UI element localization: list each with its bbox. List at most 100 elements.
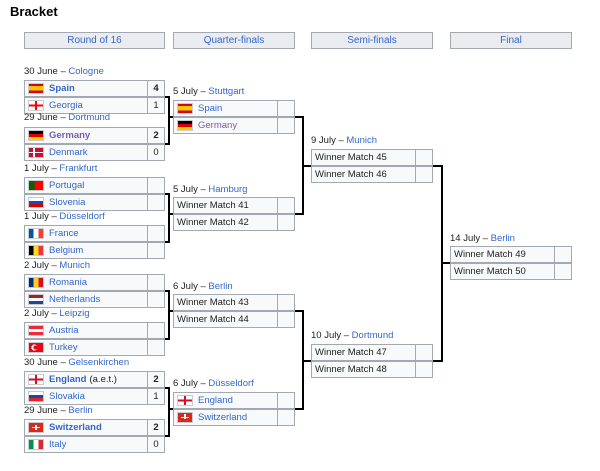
match-location-link[interactable]: Stuttgart — [208, 86, 245, 97]
team-name-cell: Winner Match 49 — [451, 247, 554, 262]
team-name[interactable]: Spain — [198, 103, 223, 114]
team-score — [415, 150, 432, 165]
team-score: 1 — [147, 388, 164, 404]
match-location-link[interactable]: Berlin — [490, 233, 515, 244]
team-score — [277, 117, 294, 133]
round-header-2[interactable]: Quarter-finals — [173, 32, 295, 49]
team-name-cell: Slovenia — [25, 195, 147, 210]
spain-flag-icon — [28, 83, 44, 94]
spain-flag-icon — [177, 103, 193, 114]
team-name[interactable]: Slovakia — [49, 390, 85, 402]
team-name[interactable]: Germany — [49, 130, 91, 141]
team-name[interactable]: Denmark — [49, 146, 88, 158]
team-name-cell: Italy — [25, 437, 147, 452]
round-header-4[interactable]: Final — [450, 32, 572, 49]
turkey-flag-icon — [28, 341, 44, 353]
match-location-link[interactable]: Gelsenkirchen — [68, 357, 130, 368]
team-name[interactable]: England — [49, 374, 87, 385]
team-name[interactable]: Belgium — [49, 244, 84, 256]
match-location-link[interactable]: Berlin — [68, 405, 93, 416]
team-row: Spain — [173, 100, 295, 117]
team-score: 2 — [147, 372, 164, 387]
team-name[interactable]: Georgia — [49, 99, 83, 111]
team-score — [147, 194, 164, 210]
team-row: Romania — [24, 274, 165, 291]
team-name: Winner Match 48 — [315, 363, 387, 375]
bracket-connector — [165, 192, 169, 195]
match-date-location: 29 June – Berlin — [24, 405, 93, 416]
match-date: 5 July — [173, 86, 198, 97]
round-header-1[interactable]: Round of 16 — [24, 32, 165, 49]
team-score — [277, 214, 294, 230]
team-row: Winner Match 48 — [311, 360, 433, 378]
match-date: 10 July — [311, 330, 342, 341]
team-name[interactable]: Italy — [49, 438, 67, 450]
match-location-link[interactable]: Hamburg — [208, 184, 248, 195]
date-location-separator: – — [335, 135, 347, 146]
team-score — [147, 323, 164, 338]
bracket-connector — [433, 359, 442, 362]
team-score: 4 — [147, 81, 164, 96]
match-date: 1 July — [24, 163, 49, 174]
match-date-location: 2 July – Leipzig — [24, 308, 90, 319]
team-name[interactable]: Portugal — [49, 180, 85, 191]
match-location-link[interactable]: Düsseldorf — [208, 378, 254, 389]
bracket-connector — [169, 407, 173, 410]
team-name[interactable]: Germany — [198, 119, 238, 131]
match-location-link[interactable]: Berlin — [208, 281, 233, 292]
match-location-link[interactable]: Cologne — [68, 66, 104, 77]
netherlands-flag-icon — [28, 293, 44, 305]
bracket-connector — [168, 95, 170, 145]
team-name[interactable]: Turkey — [49, 341, 78, 353]
team-name-cell: Switzerland — [174, 410, 277, 425]
match-date-location: 30 June – Cologne — [24, 66, 104, 77]
round-header-3[interactable]: Semi-finals — [311, 32, 433, 49]
team-score: 2 — [147, 420, 164, 435]
team-name-cell: Slovakia — [25, 389, 147, 404]
match-location-link[interactable]: Leipzig — [59, 308, 90, 319]
match-location-link[interactable]: Dortmund — [351, 330, 394, 341]
match-location-link[interactable]: Düsseldorf — [59, 211, 105, 222]
team-name-cell: Winner Match 47 — [312, 345, 415, 360]
match-date: 6 July — [173, 378, 198, 389]
slovenia-flag-icon — [28, 196, 44, 208]
team-row: Germany — [173, 116, 295, 134]
bracket-connector — [169, 212, 173, 215]
belgium-flag-icon — [28, 244, 44, 256]
team-name-cell: Winner Match 43 — [174, 295, 277, 310]
team-name[interactable]: Netherlands — [49, 293, 101, 305]
team-row: Winner Match 45 — [311, 149, 433, 166]
team-name[interactable]: Switzerland — [49, 422, 102, 433]
team-name-cell: Winner Match 45 — [312, 150, 415, 165]
team-name[interactable]: Romania — [49, 277, 88, 288]
team-name[interactable]: Austria — [49, 325, 79, 336]
team-name[interactable]: France — [49, 228, 79, 239]
team-row: Winner Match 46 — [311, 165, 433, 183]
team-name: Winner Match 49 — [454, 249, 526, 260]
match-location-link[interactable]: Munich — [59, 260, 91, 271]
team-name[interactable]: Switzerland — [198, 411, 248, 423]
team-score: 0 — [147, 144, 164, 160]
bracket-connector — [295, 115, 303, 118]
team-name-cell: Portugal — [25, 178, 147, 193]
team-name[interactable]: Spain — [49, 83, 75, 94]
match-date-location: 6 July – Düsseldorf — [173, 378, 254, 389]
team-name[interactable]: Slovenia — [49, 196, 86, 208]
match-location-link[interactable]: Dortmund — [68, 112, 111, 123]
match-location-link[interactable]: Frankfurt — [59, 163, 98, 174]
team-score — [277, 393, 294, 408]
england-flag-icon — [177, 395, 193, 406]
extra-time-note[interactable]: (a.e.t.) — [89, 374, 117, 385]
bracket-connector — [165, 95, 169, 98]
bracket-connector — [165, 142, 169, 145]
team-row: Denmark 0 — [24, 143, 165, 161]
team-name-cell: Belgium — [25, 243, 147, 258]
team-score — [415, 345, 432, 360]
team-row: France — [24, 225, 165, 242]
date-location-separator: – — [197, 378, 209, 389]
team-name[interactable]: England — [198, 395, 233, 406]
team-row: Winner Match 50 — [450, 262, 572, 280]
match-location-link[interactable]: Munich — [346, 135, 378, 146]
team-name-cell: Winner Match 41 — [174, 198, 277, 213]
team-name-cell: Spain — [174, 101, 277, 116]
